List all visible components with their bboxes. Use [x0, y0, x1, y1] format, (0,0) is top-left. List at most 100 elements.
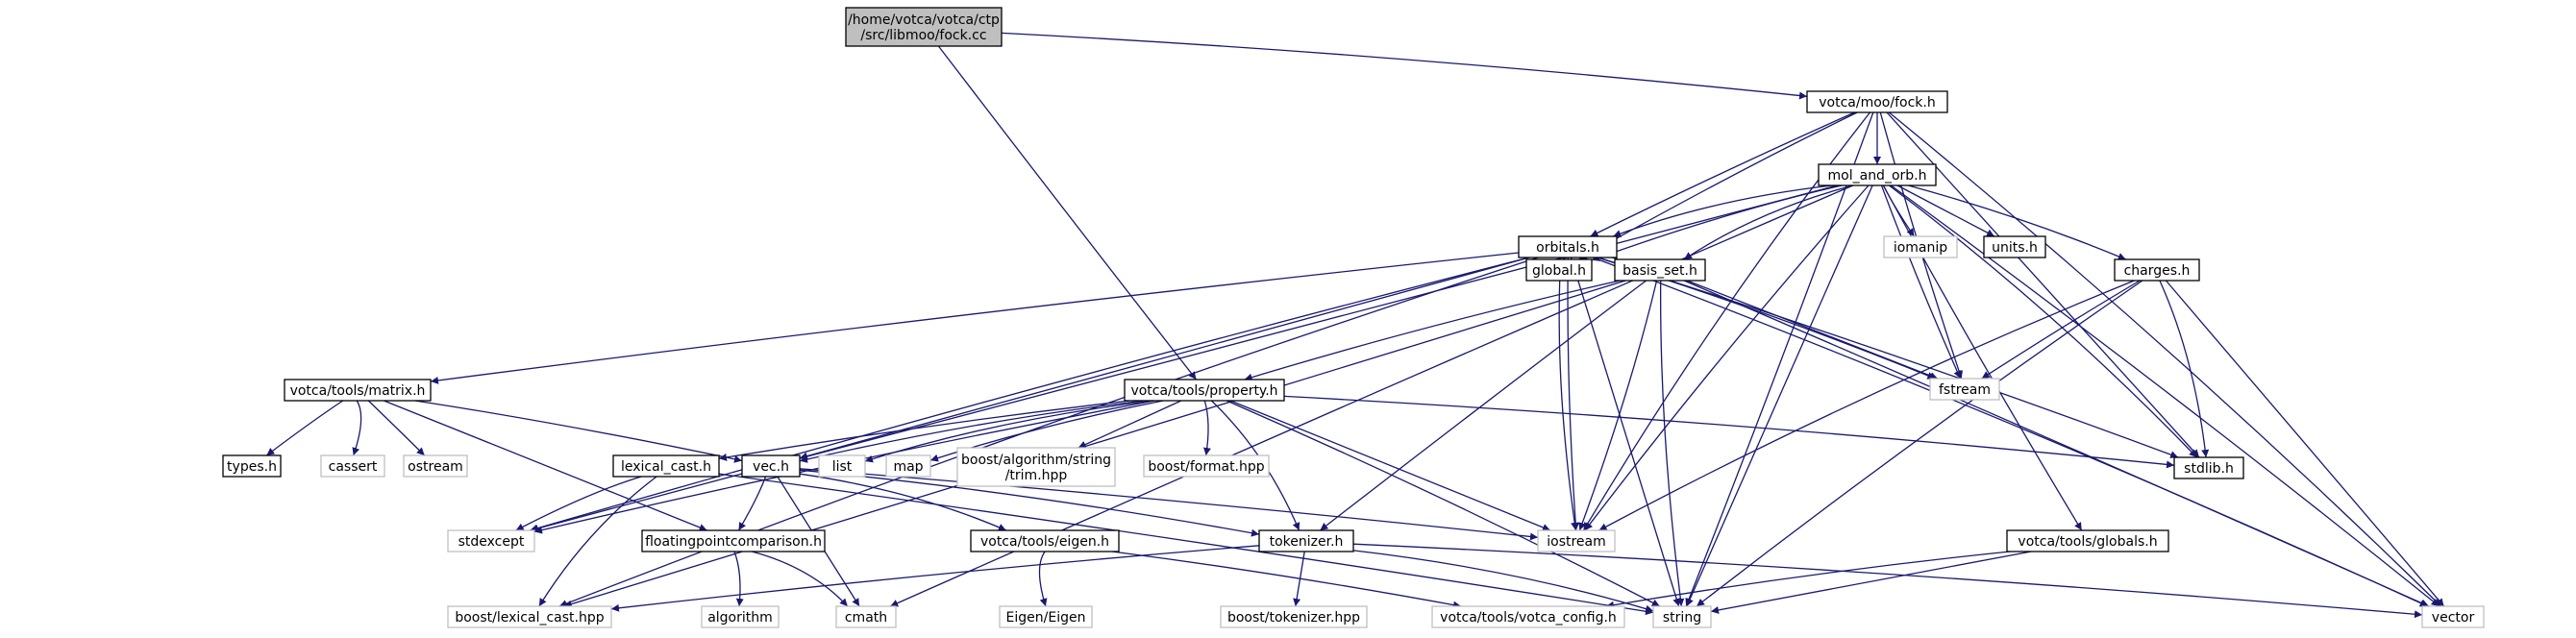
edge-mol_and_orb_h-to-units_h: [1896, 184, 1995, 237]
node-stdlib-h[interactable]: stdlib.h: [2173, 456, 2244, 479]
node-box: [2114, 258, 2200, 282]
node-label: stdlib.h: [2184, 461, 2234, 477]
node-box: [970, 529, 1120, 552]
node-box: [1525, 258, 1593, 282]
node-global-h[interactable]: global.h: [1525, 258, 1593, 282]
edge-property_h-to-iostream: [1229, 400, 1551, 531]
edge-orbitals_h-to-lexical_cast_hpp: [558, 257, 1539, 607]
node-label: basis_set.h: [1622, 263, 1697, 279]
node-basis-set-h[interactable]: basis_set.h: [1614, 258, 1706, 282]
node-property-h[interactable]: votca/tools/property.h: [1124, 379, 1285, 402]
edge-root-to-property_h: [937, 45, 1198, 380]
node-eigen-h[interactable]: votca/tools/eigen.h: [970, 529, 1120, 552]
node-box: [818, 454, 866, 478]
node-label: votca/tools/property.h: [1130, 383, 1277, 399]
node-label: votca/tools/eigen.h: [980, 534, 1109, 550]
edge-property_h-to-lexical_cast_h: [718, 400, 1130, 461]
edge-lexical_cast_h-to-stdexcept: [515, 476, 642, 531]
node-fock-h[interactable]: votca/moo/fock.h: [1806, 90, 1948, 113]
node-label: iostream: [1547, 534, 1606, 550]
edge-property_h-to-string: [1226, 400, 1661, 607]
node-string[interactable]: string: [1652, 605, 1712, 628]
edge-property_h-to-format_hpp: [1202, 400, 1211, 456]
edges-layer: [265, 32, 2445, 619]
nodes-layer: /home/votca/votca/ctp/src/libmoo/fock.cc…: [222, 7, 2485, 628]
node-cassert[interactable]: cassert: [320, 454, 385, 478]
node-cmath[interactable]: cmath: [835, 605, 897, 628]
node-label: map: [893, 459, 923, 475]
node-box: [845, 7, 1003, 47]
node-tokenizer-hpp[interactable]: boost/tokenizer.hpp: [1220, 605, 1368, 628]
node-box: [1124, 379, 1285, 402]
node-iomanip[interactable]: iomanip: [1883, 235, 1958, 258]
node-label: string: [1663, 610, 1701, 626]
node-charges-h[interactable]: charges.h: [2114, 258, 2200, 282]
node-units-h[interactable]: units.h: [1983, 235, 2046, 258]
edge-mol_and_orb_h-to-orbitals_h: [1612, 184, 1832, 237]
node-vector[interactable]: vector: [2421, 605, 2485, 628]
edge-mol_and_orb_h-to-global_h: [1591, 184, 1843, 261]
node-root[interactable]: /home/votca/votca/ctp/src/libmoo/fock.cc: [845, 7, 1003, 47]
node-tokenizer-h[interactable]: tokenizer.h: [1258, 529, 1354, 552]
node-format-hpp[interactable]: boost/format.hpp: [1143, 454, 1270, 478]
edge-tokenizer_h-to-string: [1352, 550, 1654, 613]
node-box: [1431, 605, 1625, 628]
node-iostream[interactable]: iostream: [1537, 529, 1616, 552]
edge-orbitals_h-to-stdlib_h: [1598, 257, 2179, 458]
edge-orbitals_h-to-matrix_h: [430, 252, 1520, 384]
edge-matrix_h-to-fpcomp_h: [384, 400, 707, 531]
node-votca-config-h[interactable]: votca/tools/votca_config.h: [1431, 605, 1625, 628]
node-types-h[interactable]: types.h: [222, 454, 282, 478]
node-box: [1614, 258, 1706, 282]
node-box: [447, 529, 535, 552]
node-box: [1806, 90, 1948, 113]
node-eigen-eigen[interactable]: Eigen/Eigen: [999, 605, 1093, 628]
node-trim-hpp[interactable]: boost/algorithm/string/trim.hpp: [956, 447, 1116, 487]
node-label: ostream: [408, 459, 463, 475]
node-lexical-cast-h[interactable]: lexical_cast.h: [612, 454, 720, 478]
node-globals-h[interactable]: votca/tools/globals.h: [2006, 529, 2169, 552]
edge-matrix_h-to-types_h: [265, 400, 344, 456]
edge-fock_h-to-orbitals_h: [1590, 111, 1855, 237]
node-label: /trim.hpp: [1005, 468, 1068, 483]
edge-basis_set_h-to-vector: [1683, 280, 2430, 607]
edge-fock_h-to-stdlib_h: [1886, 111, 2200, 458]
edge-matrix_h-to-cassert: [352, 400, 362, 456]
node-label: fstream: [1939, 382, 1991, 398]
node-matrix-h[interactable]: votca/tools/matrix.h: [284, 379, 432, 402]
edge-basis_set_h-to-iostream: [1578, 280, 1658, 531]
node-vec-h[interactable]: vec.h: [741, 454, 801, 478]
node-ostream[interactable]: ostream: [403, 454, 468, 478]
edge-vec_h-to-iostream: [799, 468, 1539, 541]
edge-charges_h-to-vector: [2165, 280, 2445, 607]
node-lexical-cast-hpp[interactable]: boost/lexical_cast.hpp: [447, 605, 612, 628]
node-label: votca/tools/globals.h: [2018, 534, 2157, 550]
node-label: iomanip: [1894, 240, 1947, 256]
node-map[interactable]: map: [885, 454, 931, 478]
node-fstream[interactable]: fstream: [1929, 378, 2000, 401]
node-label: boost/algorithm/string: [961, 453, 1111, 468]
node-stdexcept[interactable]: stdexcept: [447, 529, 535, 552]
node-label: floatingpointcomparison.h: [645, 534, 822, 550]
node-mol-and-orb-h[interactable]: mol_and_orb.h: [1818, 163, 1937, 186]
edge-charges_h-to-iostream: [1598, 280, 2135, 531]
node-box: [447, 605, 612, 628]
node-label: votca/moo/fock.h: [1819, 95, 1935, 110]
node-box: [320, 454, 385, 478]
node-box: [1220, 605, 1368, 628]
node-box: [222, 454, 282, 478]
node-box: [284, 379, 432, 402]
node-algorithm[interactable]: algorithm: [701, 605, 780, 628]
edge-globals_h-to-votca_config_h: [1605, 551, 2011, 609]
node-list[interactable]: list: [818, 454, 866, 478]
edge-vec_h-to-fpcomp_h: [737, 476, 767, 531]
node-label: stdexcept: [458, 534, 525, 550]
node-box: [999, 605, 1093, 628]
node-box: [1883, 235, 1958, 258]
node-orbitals-h[interactable]: orbitals.h: [1518, 235, 1618, 258]
node-fpcomp-h[interactable]: floatingpointcomparison.h: [641, 529, 826, 552]
node-box: [701, 605, 780, 628]
edge-orbitals_h-to-vector: [1593, 257, 2428, 607]
